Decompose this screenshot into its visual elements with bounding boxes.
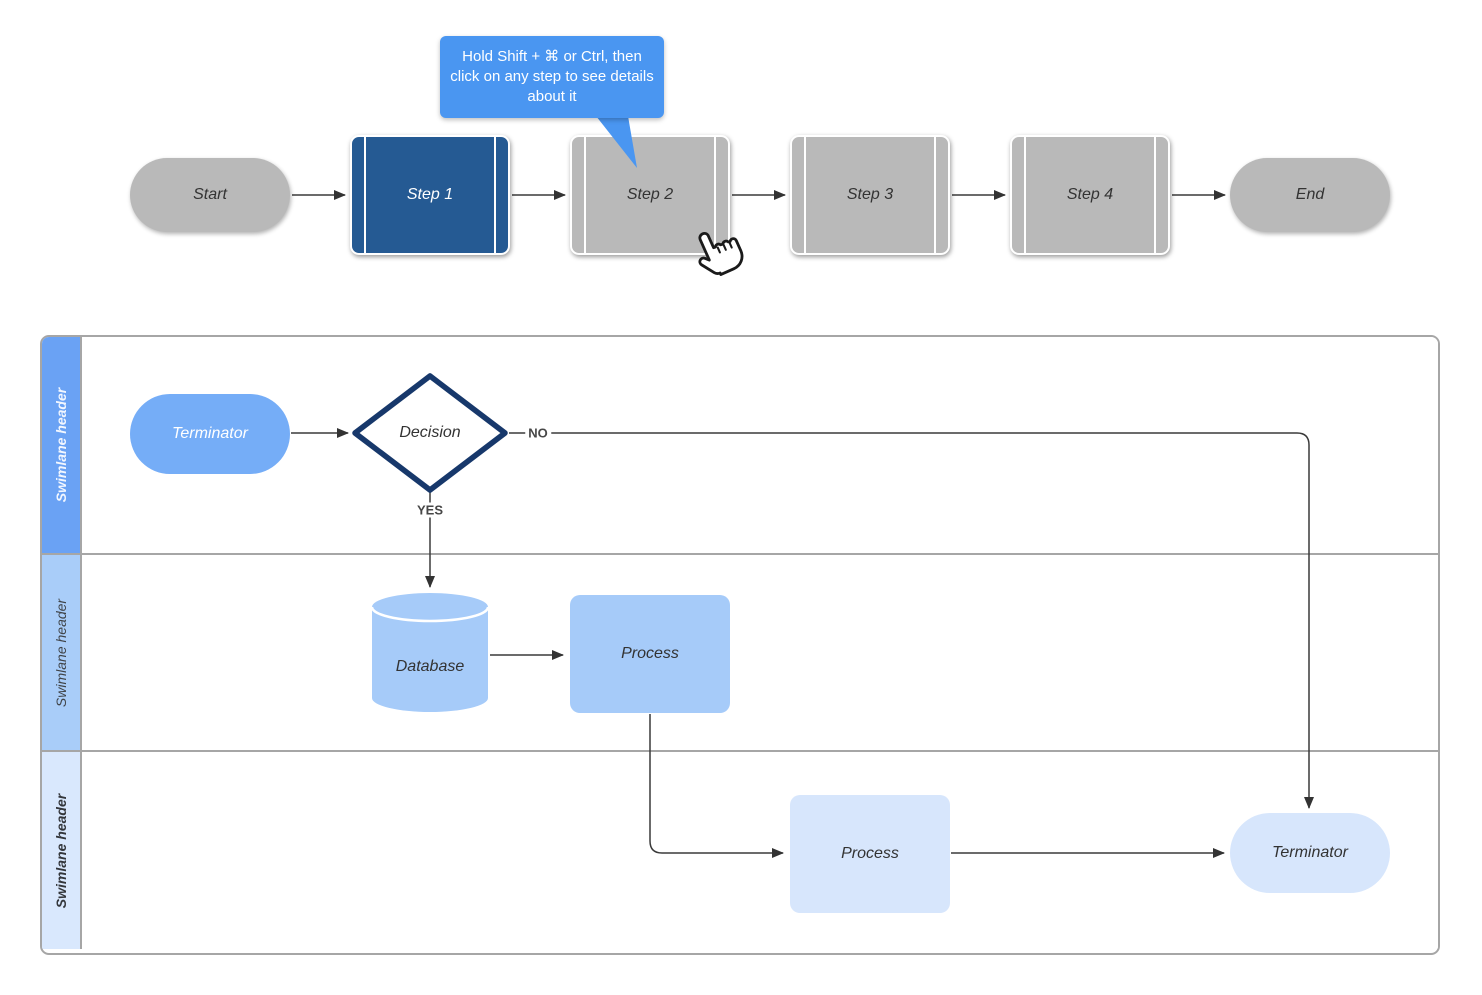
node-process-bottom-label: Process xyxy=(841,845,899,862)
hotspot-tooltip-text: Hold Shift + ⌘ or Ctrl, then click on an… xyxy=(450,48,654,105)
swimlane-1-header-label: Swimlane header xyxy=(53,387,69,503)
swimlane-3: Swimlane header xyxy=(42,750,1438,949)
node-step2-label: Step 2 xyxy=(626,186,674,203)
swimlane-2-body xyxy=(82,555,1438,750)
swimlane-2-header-label: Swimlane header xyxy=(53,598,69,707)
node-end[interactable]: End xyxy=(1230,158,1390,232)
swimlane-2: Swimlane header xyxy=(42,553,1438,750)
node-process-mid-label: Process xyxy=(621,645,679,662)
edge-label-yes: YES xyxy=(413,502,447,518)
hand-cursor-icon xyxy=(698,232,744,276)
database-cylinder xyxy=(371,593,489,712)
node-step4-label: Step 4 xyxy=(1066,186,1114,203)
node-step4[interactable]: Step 4 xyxy=(1010,135,1170,255)
node-step3-label: Step 3 xyxy=(846,186,894,203)
node-start-label: Start xyxy=(193,186,227,203)
node-terminator-bottom[interactable]: Terminator xyxy=(1230,813,1390,893)
tooltip-tail xyxy=(596,116,637,168)
swimlane-3-header-label: Swimlane header xyxy=(53,793,69,908)
node-process-mid[interactable]: Process xyxy=(570,595,730,713)
swimlane-1-header[interactable]: Swimlane header xyxy=(42,337,82,553)
edge-label-no: NO xyxy=(525,425,551,441)
node-decision[interactable]: Decision xyxy=(350,371,510,495)
swimlane-3-header[interactable]: Swimlane header xyxy=(42,752,82,949)
hotspot-tooltip: Hold Shift + ⌘ or Ctrl, then click on an… xyxy=(440,36,664,118)
swimlane-2-header[interactable]: Swimlane header xyxy=(42,555,82,750)
node-process-bottom[interactable]: Process xyxy=(790,795,950,913)
node-terminator-top[interactable]: Terminator xyxy=(130,394,290,474)
node-step1[interactable]: Step 1 xyxy=(350,135,510,255)
node-start[interactable]: Start xyxy=(130,158,290,232)
node-step3[interactable]: Step 3 xyxy=(790,135,950,255)
node-end-label: End xyxy=(1295,186,1325,203)
node-step1-label: Step 1 xyxy=(406,186,454,203)
node-database[interactable]: Database xyxy=(371,592,489,713)
node-terminator-top-label: Terminator xyxy=(172,425,248,442)
node-terminator-bottom-label: Terminator xyxy=(1272,844,1348,861)
decision-diamond xyxy=(352,373,508,493)
